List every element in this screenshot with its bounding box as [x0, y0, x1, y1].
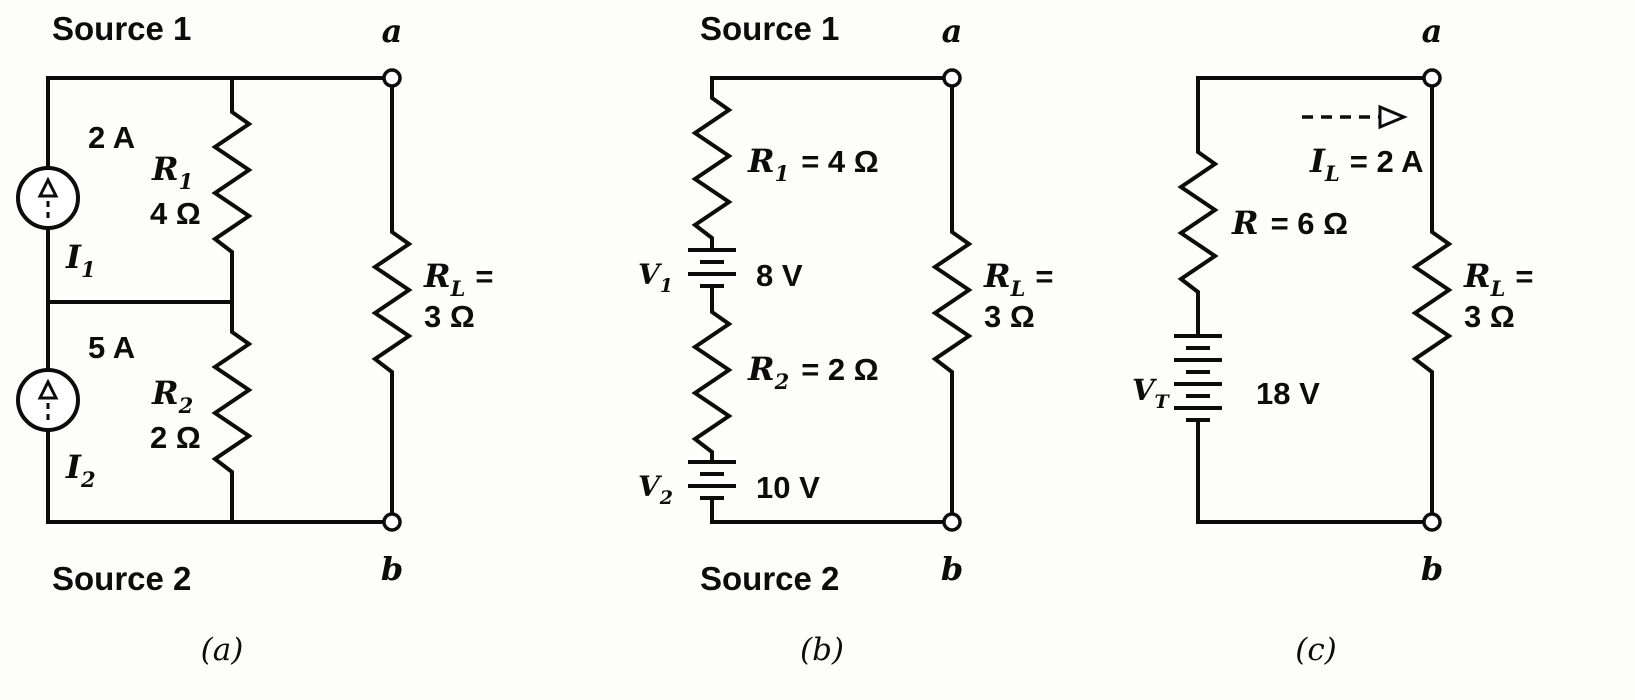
resistor-r2-zigzag-b [691, 284, 733, 464]
load-resistor-value-c: 3 Ω [1464, 299, 1515, 334]
terminal-b-label-b: b [941, 550, 963, 588]
source2-label-b: Source 2 [700, 560, 839, 597]
load-resistor-label-b: RL= [983, 257, 1053, 301]
caption-b: (b) [800, 632, 844, 668]
battery-v1-value: 8 V [756, 258, 803, 293]
load-resistor-rl-zigzag-a [371, 76, 413, 524]
resistor-r1-zigzag [211, 76, 253, 304]
caption-a: (a) [201, 632, 244, 668]
resistor-r2-zigzag [211, 300, 253, 524]
resistor-r1-value: 4 Ω [150, 196, 201, 231]
resistor-r2-value: 2 Ω [150, 420, 201, 455]
resistor-r1-name: R1 [151, 150, 193, 194]
load-resistor-value-a: 3 Ω [424, 299, 475, 334]
terminal-b-node-c [1422, 512, 1442, 532]
current-source-2-symbol [16, 368, 80, 432]
terminal-b-label-a: b [381, 550, 403, 588]
terminal-a-label-b: a [942, 12, 963, 50]
load-resistor-rl-zigzag-c [1411, 76, 1453, 524]
load-current-label: IL= 2 A [1309, 142, 1424, 186]
resistor-r1-zigzag-b [691, 76, 733, 252]
terminal-b-label-c: b [1421, 550, 1443, 588]
load-resistor-value-b: 3 Ω [984, 299, 1035, 334]
resistor-r-zigzag-c [1177, 76, 1219, 338]
resistor-r2-label-b: R2= 2 Ω [747, 350, 879, 394]
battery-v2-value: 10 V [756, 470, 820, 505]
terminal-a-node-a [382, 68, 402, 88]
current-source-1-arrowhead-icon [37, 176, 59, 198]
battery-vt-symbol [1174, 334, 1222, 422]
source2-label-a: Source 2 [52, 560, 191, 597]
load-current-arrowhead-icon [1378, 104, 1408, 130]
current-source-1-value: 2 A [88, 120, 135, 155]
current-source-2-name: I2 [65, 448, 96, 492]
battery-vt-value: 18 V [1256, 376, 1320, 411]
resistor-r-label-c: R= 6 Ω [1231, 204, 1348, 242]
load-resistor-rl-zigzag-b [931, 76, 973, 524]
circuit-c: a b IL= 2 A R= 6 Ω VT 18 V RL= 3 Ω (c) [1132, 12, 1533, 668]
terminal-a-label-c: a [1422, 12, 1443, 50]
current-source-1-symbol [16, 166, 80, 230]
current-source-2-arrowhead-icon [37, 378, 59, 400]
terminal-b-node-b [942, 512, 962, 532]
source1-label-b: Source 1 [700, 10, 839, 47]
terminal-a-node-c [1422, 68, 1442, 88]
terminal-b-node-a [382, 512, 402, 532]
terminal-a-node-b [942, 68, 962, 88]
terminal-a-label-a: a [382, 12, 403, 50]
caption-c: (c) [1295, 632, 1337, 668]
load-resistor-label-a: RL= [423, 257, 493, 301]
resistor-r2-name: R2 [151, 374, 193, 418]
current-source-1-name: I1 [65, 238, 96, 282]
battery-vt-name: VT [1132, 373, 1171, 413]
circuit-b: Source 1 Source 2 a b R1= 4 Ω V1 8 V R2=… [638, 10, 1053, 668]
current-source-2-value: 5 A [88, 330, 135, 365]
load-resistor-label-c: RL= [1463, 257, 1533, 301]
circuit-a: Source 1 Source 2 a b 2 A I1 5 A I2 R1 4… [16, 10, 493, 668]
battery-v2-name: V2 [638, 470, 673, 509]
battery-v1-symbol [688, 248, 736, 288]
battery-v1-name: V1 [638, 258, 673, 297]
source1-label-a: Source 1 [52, 10, 191, 47]
resistor-r1-label-b: R1= 4 Ω [747, 142, 879, 186]
battery-v2-symbol [688, 460, 736, 500]
